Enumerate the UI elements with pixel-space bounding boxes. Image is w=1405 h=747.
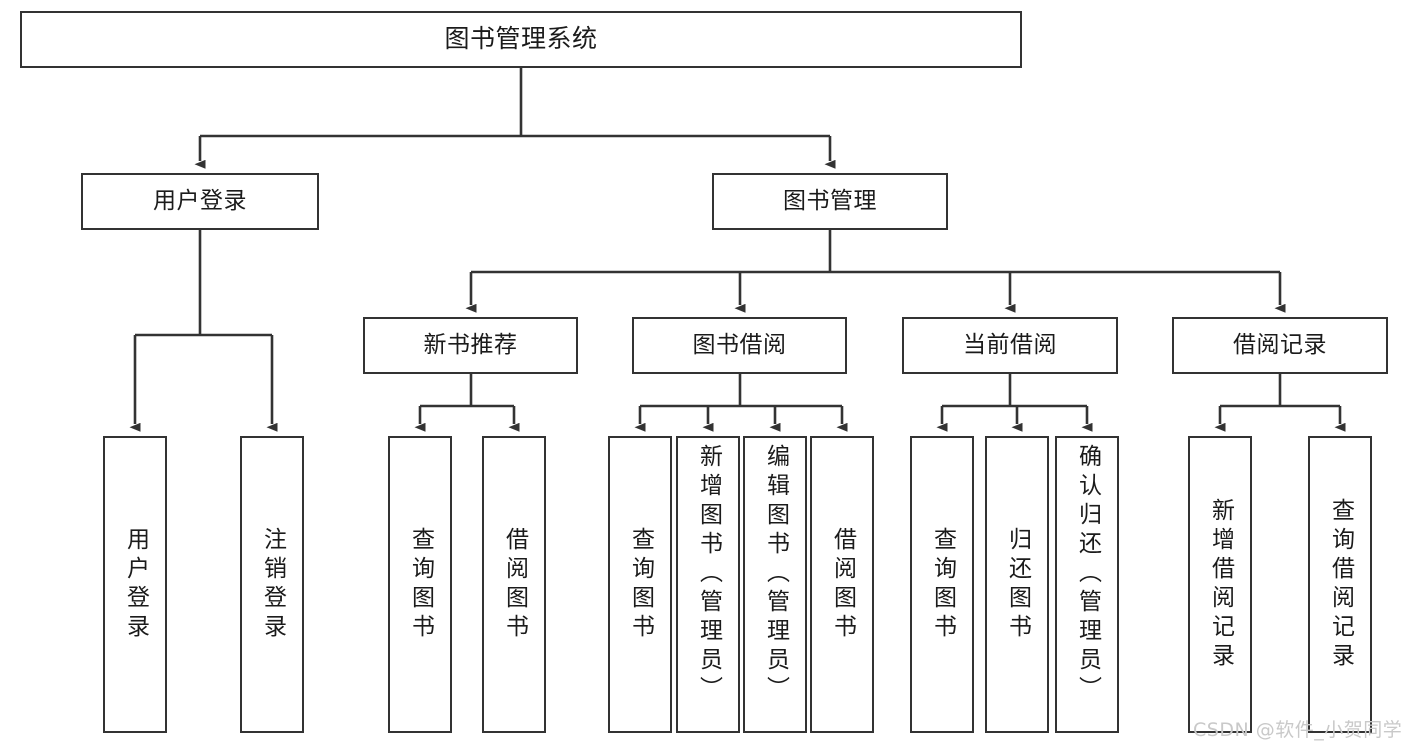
node-label: 查询图书 [407,526,434,643]
node-label: 查询借阅记录 [1327,497,1354,672]
leaf-node-borrow-book-1[interactable]: 借阅图书 [482,436,546,733]
node-label: 图书管理 [783,188,877,215]
leaf-node-add-borrow-record[interactable]: 新增借阅记录 [1188,436,1252,733]
node-label: 借阅图书 [501,526,528,643]
leaf-node-user-login[interactable]: 用户登录 [103,436,167,733]
node-book-management[interactable]: 图书管理 [712,173,948,230]
node-current-borrow[interactable]: 当前借阅 [902,317,1118,374]
csdn-watermark: CSDN @软件_小贺同学 [1193,719,1403,741]
node-label: 借阅图书 [829,526,856,643]
node-label: 新增图书（管理员） [695,444,722,705]
node-label: 编辑图书（管理员） [762,444,789,705]
node-root-book-management-system[interactable]: 图书管理系统 [20,11,1022,68]
leaf-node-query-book-3[interactable]: 查询图书 [910,436,974,733]
node-label: 查询图书 [929,526,956,643]
node-label: 用户登录 [153,188,247,215]
node-new-book-recommend[interactable]: 新书推荐 [363,317,578,374]
node-borrow-record[interactable]: 借阅记录 [1172,317,1388,374]
node-label: 归还图书 [1004,526,1031,643]
node-label: 查询图书 [627,526,654,643]
node-label: 图书借阅 [692,332,787,359]
leaf-node-return-book[interactable]: 归还图书 [985,436,1049,733]
leaf-node-logout[interactable]: 注销登录 [240,436,304,733]
node-label: 用户登录 [122,526,149,643]
node-book-borrow[interactable]: 图书借阅 [632,317,847,374]
node-user-login[interactable]: 用户登录 [81,173,319,230]
node-label: 借阅记录 [1233,332,1327,359]
leaf-node-borrow-book-2[interactable]: 借阅图书 [810,436,874,733]
leaf-node-edit-book-admin[interactable]: 编辑图书（管理员） [743,436,807,733]
node-label: 图书管理系统 [444,24,598,54]
node-label: 新增借阅记录 [1207,497,1234,672]
leaf-node-query-book-2[interactable]: 查询图书 [608,436,672,733]
leaf-node-confirm-return-admin[interactable]: 确认归还（管理员） [1055,436,1119,733]
node-label: 确认归还（管理员） [1074,444,1101,705]
leaf-node-query-book-1[interactable]: 查询图书 [388,436,452,733]
node-label: 新书推荐 [423,332,518,359]
node-label: 当前借阅 [963,332,1057,359]
leaf-node-query-borrow-record[interactable]: 查询借阅记录 [1308,436,1372,733]
node-label: 注销登录 [259,526,286,643]
leaf-node-add-book-admin[interactable]: 新增图书（管理员） [676,436,740,733]
